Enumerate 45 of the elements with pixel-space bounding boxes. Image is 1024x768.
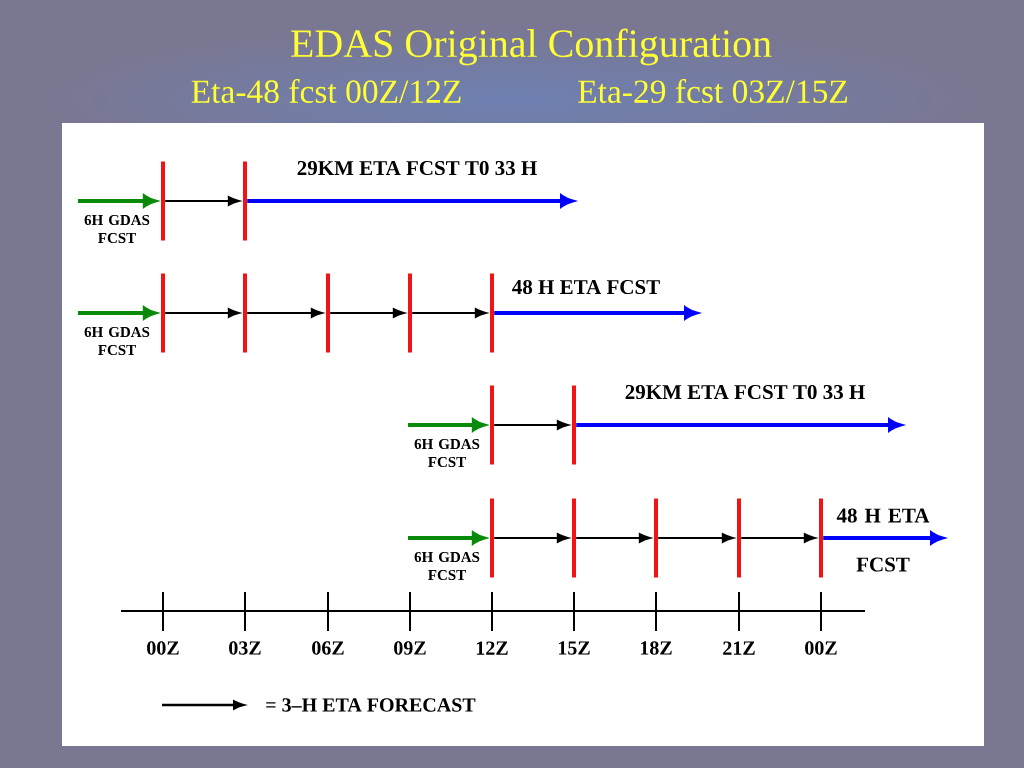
time-marker [326,273,330,353]
tick-label: 00Z [805,641,837,655]
time-marker [161,273,165,353]
edge-label: 6H GDAS FCST [414,551,480,581]
arrow [246,308,323,318]
arrow [329,308,405,318]
legend-text: = 3–H ETA FORECAST [266,698,476,712]
arrow [657,533,734,543]
tick-label: 00Z [147,641,179,655]
time-marker [572,385,576,465]
time-marker [243,161,247,241]
time-marker [490,385,494,465]
subtitle: Eta-48 fcst 00Z/12Z [191,79,461,103]
edge-label: 48 H ETA FCST [512,279,660,295]
arrow [493,533,569,543]
time-marker [819,498,823,578]
subtitle: Eta-29 fcst 03Z/15Z [578,79,848,103]
tick-label: 12Z [476,641,508,655]
edge-label: 6H GDAS FCST [414,438,480,468]
edge-label: 29KM ETA FCST T0 33 H [625,384,865,400]
arrow [164,308,240,318]
edge-label: 48 H ETA FCST [836,508,930,572]
time-marker [161,161,165,241]
time-marker [408,273,412,353]
arrow [575,533,651,543]
arrow [164,196,240,206]
tick-label: 03Z [229,641,261,655]
time-marker [572,498,576,578]
arrow [411,308,487,318]
edge-label: 29KM ETA FCST T0 33 H [297,160,537,176]
edge-label: 6H GDAS FCST [84,214,150,244]
time-marker [490,498,494,578]
tick-label: 18Z [640,641,672,655]
title: EDAS Original Configuration [291,28,772,66]
arrow [740,533,816,543]
tick-label: 21Z [723,641,755,655]
tick-label: 06Z [312,641,344,655]
tick-label: 09Z [394,641,426,655]
time-marker [243,273,247,353]
time-marker [654,498,658,578]
arrow [493,420,569,430]
tick-label: 15Z [558,641,590,655]
time-marker [737,498,741,578]
edge-label: 6H GDAS FCST [84,326,150,356]
time-marker [490,273,494,353]
